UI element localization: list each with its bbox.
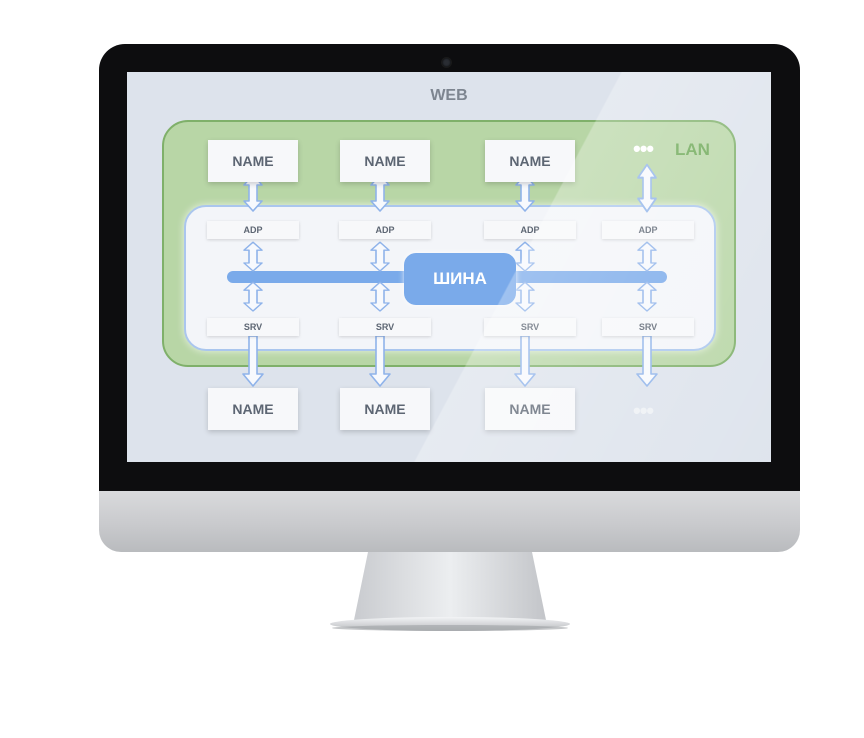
server-4[interactable]: SRV	[602, 318, 694, 336]
adapter-2[interactable]: ADP	[339, 221, 431, 239]
double-arrow-icon	[243, 281, 263, 312]
more-nodes-bottom: •••	[633, 398, 654, 423]
camera-icon	[442, 58, 451, 67]
down-arrow-icon	[369, 335, 391, 387]
double-arrow-icon	[515, 241, 535, 272]
server-2[interactable]: SRV	[339, 318, 431, 336]
imac-monitor: WEB LAN	[99, 44, 800, 552]
double-arrow-icon	[637, 241, 657, 272]
double-arrow-icon	[243, 241, 263, 272]
bottom-node-2[interactable]: NAME	[340, 388, 430, 430]
top-node-1[interactable]: NAME	[208, 140, 298, 182]
adapter-4[interactable]: ADP	[602, 221, 694, 239]
double-arrow-icon	[637, 281, 657, 312]
server-1[interactable]: SRV	[207, 318, 299, 336]
screen: WEB LAN	[127, 72, 771, 462]
monitor-chin	[99, 491, 800, 552]
bus-label[interactable]: ШИНА	[404, 253, 516, 305]
server-3[interactable]: SRV	[484, 318, 576, 336]
down-arrow-icon	[242, 335, 264, 387]
bottom-node-3[interactable]: NAME	[485, 388, 575, 430]
double-arrow-icon	[370, 241, 390, 272]
down-arrow-icon	[514, 335, 536, 387]
web-label: WEB	[430, 87, 468, 104]
double-arrow-icon	[636, 163, 658, 213]
down-arrow-icon	[636, 335, 658, 387]
double-arrow-icon	[515, 281, 535, 312]
more-nodes-top: •••	[633, 136, 654, 161]
top-node-3[interactable]: NAME	[485, 140, 575, 182]
top-node-2[interactable]: NAME	[340, 140, 430, 182]
screen-bezel: WEB LAN	[99, 44, 800, 492]
lan-label: LAN	[675, 140, 710, 159]
double-arrow-icon	[370, 281, 390, 312]
adapter-3[interactable]: ADP	[484, 221, 576, 239]
adapter-1[interactable]: ADP	[207, 221, 299, 239]
bottom-node-1[interactable]: NAME	[208, 388, 298, 430]
